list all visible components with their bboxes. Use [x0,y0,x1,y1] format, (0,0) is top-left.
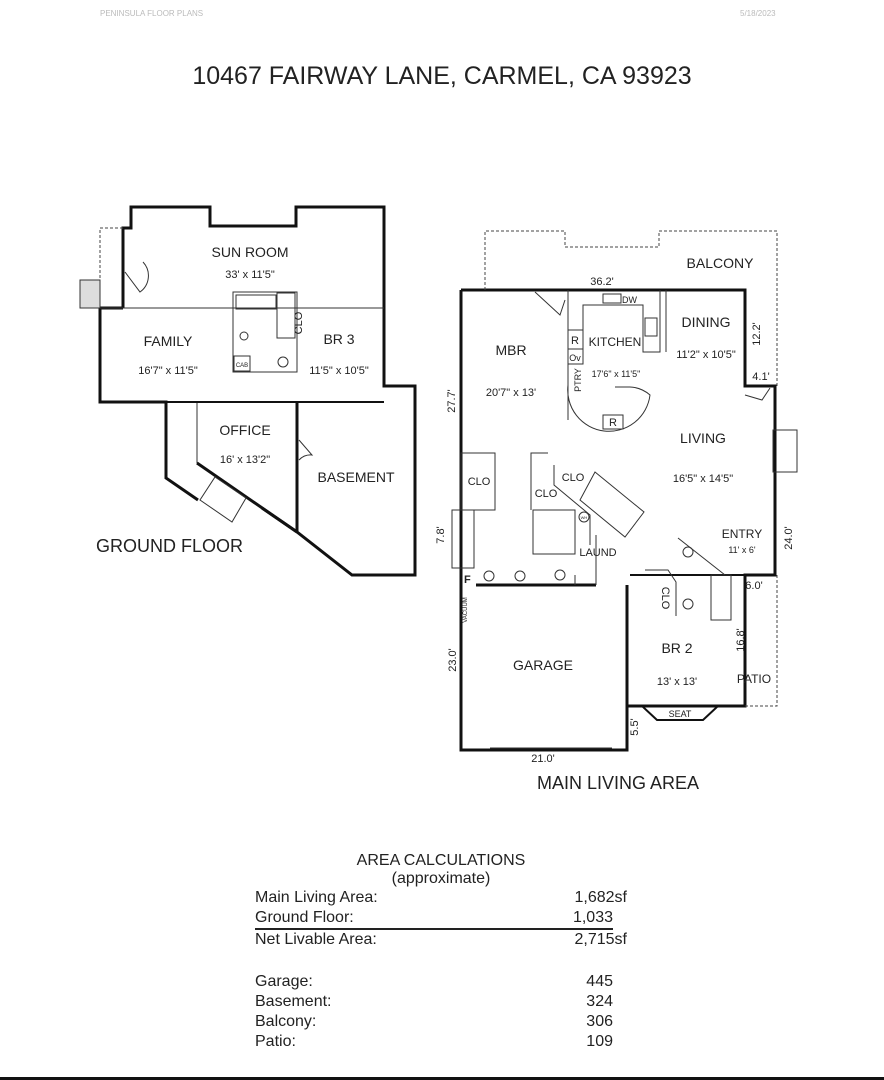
room-kitchen: KITCHEN [589,335,642,349]
ground-floor-plan: SUN ROOM 33' x 11'5" FAMILY 16'7" x 11'5… [79,205,417,577]
room-br2-size: 13' x 13' [657,676,697,688]
seat-label: SEAT [669,709,692,719]
room-br3: BR 3 [323,331,354,347]
dimension-garage-side: 23.0' [447,648,459,672]
dimension-br2-side: 16.8' [735,628,747,652]
closet-label: CLO [535,488,558,500]
pantry-label: PTRY [573,368,583,392]
closet-label: CLO [468,476,491,488]
stairs-icon [199,476,247,523]
dimension-garage-bottom: 21.0' [531,753,555,765]
closet-label: CLO [659,587,671,610]
room-mbr: MBR [495,342,526,358]
room-br3-size: 11'5" x 10'5" [309,365,369,377]
area-label: Garage: [255,973,313,990]
area-value: 324 [586,993,613,1010]
area-label: Basement: [255,993,332,1010]
oven-label: Ov [569,353,581,363]
area-value: 1,682sf [574,889,627,906]
area-row: Patio: 109 [255,1032,613,1052]
patio-label: PATIO [737,672,771,686]
room-office-size: 16' x 13'2" [220,454,270,466]
water-heater-label: WH [581,515,588,520]
refrigerator-label: R [609,417,617,429]
room-mbr-size: 20'7" x 13' [486,387,536,399]
room-br2: BR 2 [661,640,692,656]
area-row: Ground Floor: 1,033 [255,908,613,930]
closet-label: CLO [293,311,305,334]
dimension-left: 27.7' [446,389,458,413]
room-family-size: 16'7" x 11'5" [138,365,198,377]
page-title: 10467 FAIRWAY LANE, CARMEL, CA 93923 [192,62,692,90]
area-value: 306 [586,1013,613,1030]
company-header: PENINSULA FLOOR PLANS [100,9,204,18]
dimension-right-step: 4.1' [752,371,769,383]
vacuum-label: VACUUM [463,597,469,623]
cabinet-label: CAB [236,363,248,369]
area-label: Balcony: [255,1013,317,1030]
room-sun-room: SUN ROOM [212,244,289,260]
area-value: 2,715sf [574,931,627,948]
area-row: Balcony: 306 [255,1012,613,1032]
balcony-label: BALCONY [687,255,755,271]
room-office: OFFICE [219,422,270,438]
refrigerator-label: R [571,335,579,347]
area-row: Main Living Area: 1,682sf [255,888,627,908]
area-row: Basement: 324 [255,992,613,1012]
closet-label: CLO [562,472,585,484]
date-header: 5/18/2023 [740,9,776,18]
room-family: FAMILY [144,333,193,349]
ground-floor-label: GROUND FLOOR [96,536,243,556]
area-label: Ground Floor: [255,909,354,926]
area-calculations: AREA CALCULATIONS (approximate) Main Liv… [255,852,627,1052]
dimension-top: 36.2' [590,276,614,288]
main-floor-label: MAIN LIVING AREA [537,773,699,793]
area-value: 1,033 [572,909,613,926]
area-label: Net Livable Area: [255,931,377,948]
dimension-entry-bottom: 6.0' [745,580,762,592]
area-subtitle: (approximate) [391,870,491,887]
room-entry: ENTRY [722,527,762,541]
area-value: 445 [586,973,613,990]
area-value: 109 [586,1033,613,1050]
room-dining-size: 11'2" x 10'5" [676,349,736,361]
room-garage: GARAGE [513,657,573,673]
area-row: Garage: 445 [255,972,613,992]
room-sun-room-size: 33' x 11'5" [225,269,275,281]
dimension-right-upper: 12.2' [751,322,763,346]
dimension-step: 5.5' [629,718,641,735]
page-bottom-border [0,1077,884,1080]
main-floor-plan: MBR 20'7" x 13' KITCHEN 17'6" x 11'5" DI… [435,230,798,793]
stairs-icon [579,471,645,538]
room-kitchen-size: 17'6" x 11'5" [592,369,641,379]
dimension-right-lower: 24.0' [783,526,795,550]
room-dining: DINING [682,314,731,330]
area-title: AREA CALCULATIONS [356,852,526,869]
area-row: Net Livable Area: 2,715sf [255,930,627,950]
room-entry-size: 11' x 6' [728,545,756,555]
room-living: LIVING [680,430,726,446]
dimension-bath: 7.8' [435,526,447,543]
room-living-size: 16'5" x 14'5" [673,473,733,485]
area-label: Main Living Area: [255,889,378,906]
dishwasher-label: DW [622,295,637,305]
furnace-label: F [464,574,471,586]
room-basement: BASEMENT [317,469,394,485]
area-label: Patio: [255,1033,296,1050]
laundry-label: LAUND [579,547,616,559]
